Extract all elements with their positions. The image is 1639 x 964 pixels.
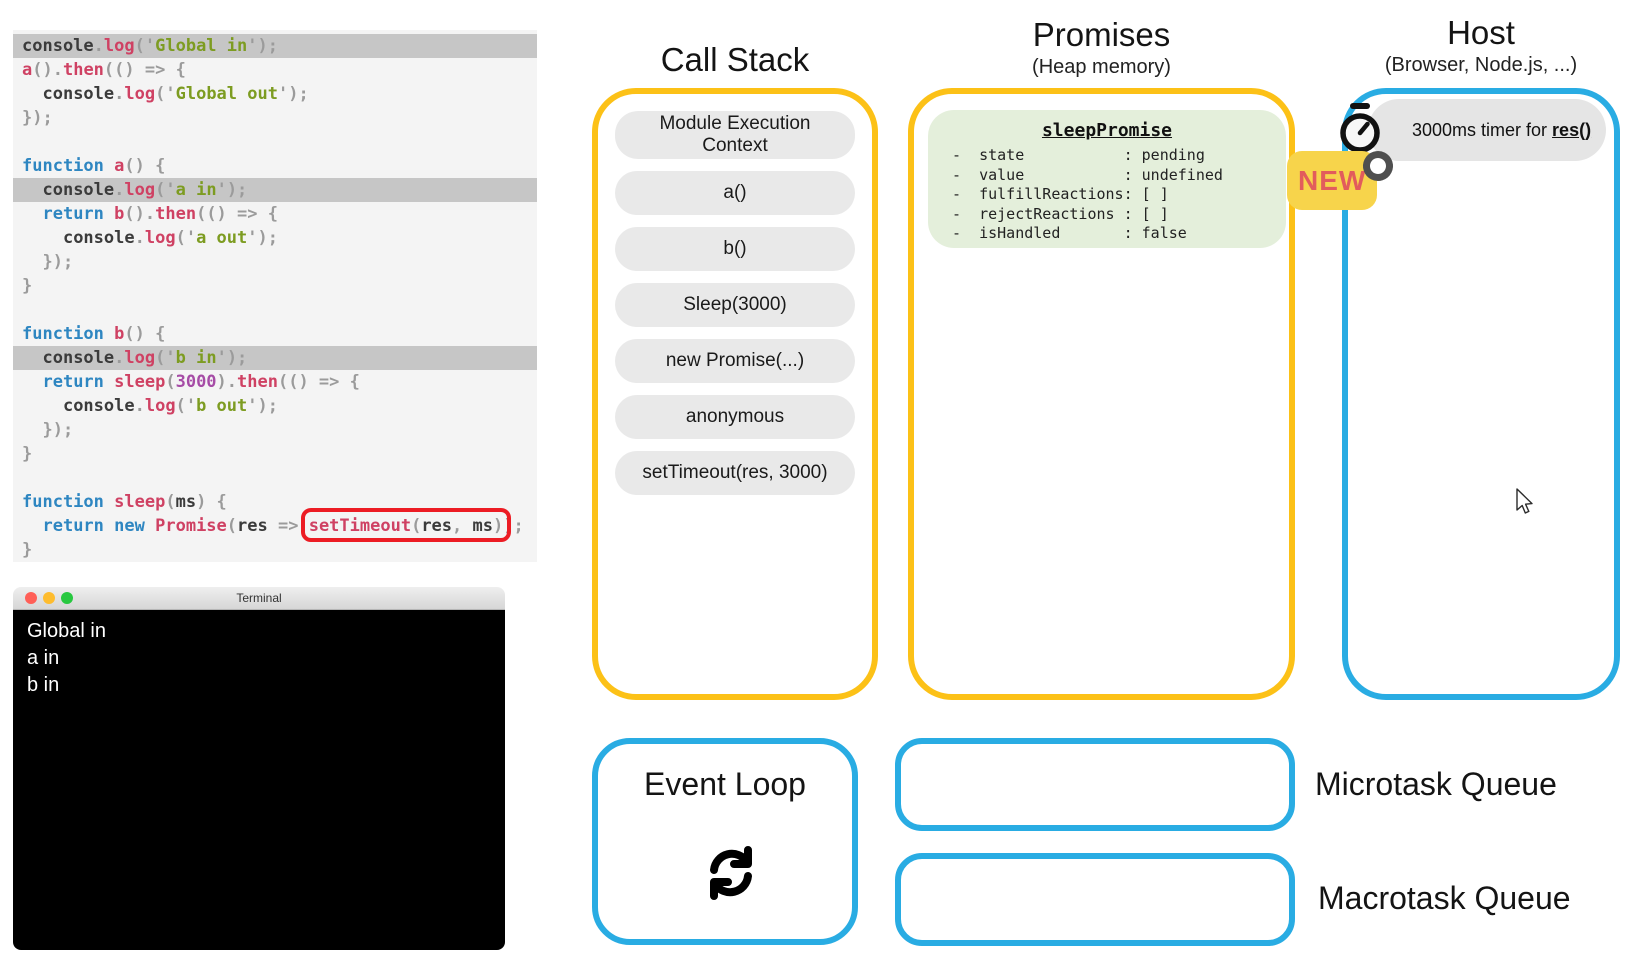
call-stack-frame: Sleep(3000) — [615, 283, 855, 327]
new-badge-label: NEW — [1298, 164, 1367, 196]
promise-fields: - state : pending - value : undefined - … — [952, 146, 1223, 242]
host-box — [1342, 88, 1620, 700]
stopwatch-icon — [1340, 103, 1380, 153]
code-line: console.log('b in'); — [13, 346, 537, 370]
terminal-window: Terminal Global in a in b in — [13, 587, 505, 950]
terminal-output: Global in a in b in — [13, 610, 505, 950]
code-line: return sleep(3000).then(() => { — [42, 372, 360, 392]
promises-box: sleepPromise - state : pending - value :… — [908, 88, 1295, 700]
macrotask-queue-box — [895, 853, 1295, 946]
terminal-line: a in — [27, 647, 60, 669]
host-subtitle: (Browser, Node.js, ...) — [1384, 54, 1578, 76]
code-line: function b() { — [22, 324, 166, 344]
call-stack-frame: a() — [615, 171, 855, 215]
code-lines: console.log('Global in');a().then(() => … — [13, 30, 537, 562]
code-line: console.log('a in'); — [13, 178, 537, 202]
terminal-titlebar: Terminal — [13, 587, 505, 610]
code-line: } — [22, 540, 33, 560]
code-line: }); — [22, 108, 53, 128]
timer-pill: 3000ms timer for res() — [1368, 99, 1606, 161]
promises-subtitle: (Heap memory) — [1032, 56, 1171, 78]
refresh-loop-icon — [710, 846, 752, 900]
code-line: function a() { — [22, 156, 166, 176]
promises-title: Promises — [1032, 16, 1171, 53]
code-line: console.log('Global in'); — [13, 34, 537, 58]
minimize-window-button[interactable] — [43, 592, 55, 604]
code-line: return new Promise(res => setTimeout(res… — [42, 516, 524, 536]
event-loop-box: Event Loop — [592, 738, 858, 945]
timer-callback-ref: res() — [1552, 119, 1592, 140]
call-stack-frame: new Promise(...) — [615, 339, 855, 383]
new-badge: NEW — [1287, 151, 1377, 210]
code-line: console.log('a out'); — [62, 228, 278, 248]
event-loop-title: Event Loop — [644, 766, 806, 802]
microtask-queue-box — [895, 738, 1295, 831]
call-stack-frame: anonymous — [615, 395, 855, 439]
code-line: console.log('b out'); — [62, 396, 278, 416]
call-stack-frame: b() — [615, 227, 855, 271]
code-panel: console.log('Global in');a().then(() => … — [13, 30, 537, 562]
code-line: }); — [22, 252, 74, 272]
promise-record-card: sleepPromise - state : pending - value :… — [928, 110, 1286, 248]
code-line — [13, 466, 537, 490]
mouse-cursor-icon — [1516, 488, 1533, 514]
code-line — [13, 130, 537, 154]
terminal-title: Terminal — [236, 591, 282, 605]
zoom-window-button[interactable] — [61, 592, 73, 604]
call-stack-frame: Module Execution Context — [615, 111, 855, 159]
code-line: return b().then(() => { — [42, 204, 278, 224]
code-line: function sleep(ms) { — [22, 492, 227, 512]
call-stack-title: Call Stack — [660, 41, 810, 78]
host-title: Host — [1447, 14, 1515, 51]
microtask-queue-label: Microtask Queue — [1315, 766, 1557, 802]
terminal-line: b in — [27, 674, 60, 696]
code-line: } — [22, 276, 33, 296]
code-line: }); — [22, 420, 74, 440]
code-line: a().then(() => { — [22, 60, 186, 80]
call-stack-box: Module Execution Context a() b() Sleep(3000… — [592, 88, 878, 700]
settimeout-highlight-box: setTimeout(res, ms) — [308, 516, 504, 536]
call-stack-frame: setTimeout(res, 3000) — [615, 451, 855, 495]
timer-text: 3000ms timer for — [1412, 119, 1553, 140]
close-window-button[interactable] — [25, 592, 37, 604]
code-line: } — [22, 444, 33, 464]
code-line: console.log('Global out'); — [42, 84, 309, 104]
terminal-line: Global in — [27, 620, 106, 642]
code-line — [13, 298, 537, 322]
promise-record-name: sleepPromise — [1041, 120, 1173, 141]
macrotask-queue-label: Macrotask Queue — [1318, 880, 1571, 916]
